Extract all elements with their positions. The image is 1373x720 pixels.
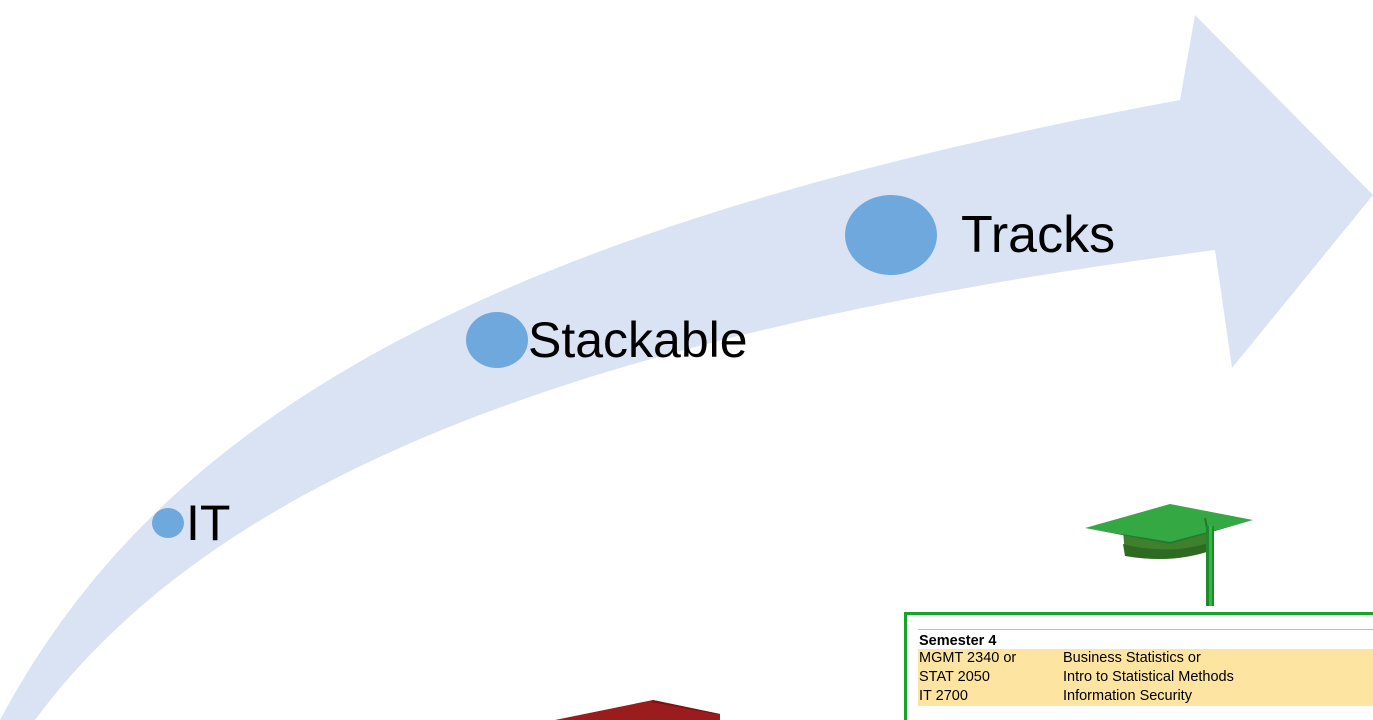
milestone-label-stackable: Stackable [528, 312, 748, 368]
course-code: MGMT 2340 or [919, 650, 1017, 666]
table-row: STAT 2050 Intro to Statistical Methods [918, 668, 1373, 687]
arrow-shape [0, 15, 1373, 720]
table-row: IT 2700 Information Security [918, 687, 1373, 706]
milestone-stackable: Stackable [466, 312, 748, 368]
semester-table-body: Semester 4 MGMT 2340 or Business Statist… [918, 629, 1373, 720]
milestone-tracks: Tracks [845, 195, 1115, 275]
milestone-label-tracks: Tracks [961, 206, 1116, 264]
table-row: MGMT 2340 or Business Statistics or [918, 649, 1373, 668]
milestone-label-it: IT [186, 495, 231, 551]
course-code: STAT 2050 [919, 669, 990, 685]
course-title: Business Statistics or [1063, 650, 1201, 666]
course-title: Information Security [1063, 688, 1192, 704]
course-title: Intro to Statistical Methods [1063, 669, 1234, 685]
milestone-dot-icon [466, 312, 528, 368]
milestone-it: IT [152, 498, 230, 548]
course-code: IT 2700 [919, 688, 968, 704]
semester-heading: Semester 4 [919, 633, 997, 649]
graduation-cap-icon [1085, 504, 1253, 606]
milestone-dot-icon [845, 195, 937, 275]
milestone-dot-icon [152, 508, 184, 538]
semester-table: Semester 4 MGMT 2340 or Business Statist… [904, 612, 1373, 720]
maroon-book-icon [555, 700, 720, 720]
